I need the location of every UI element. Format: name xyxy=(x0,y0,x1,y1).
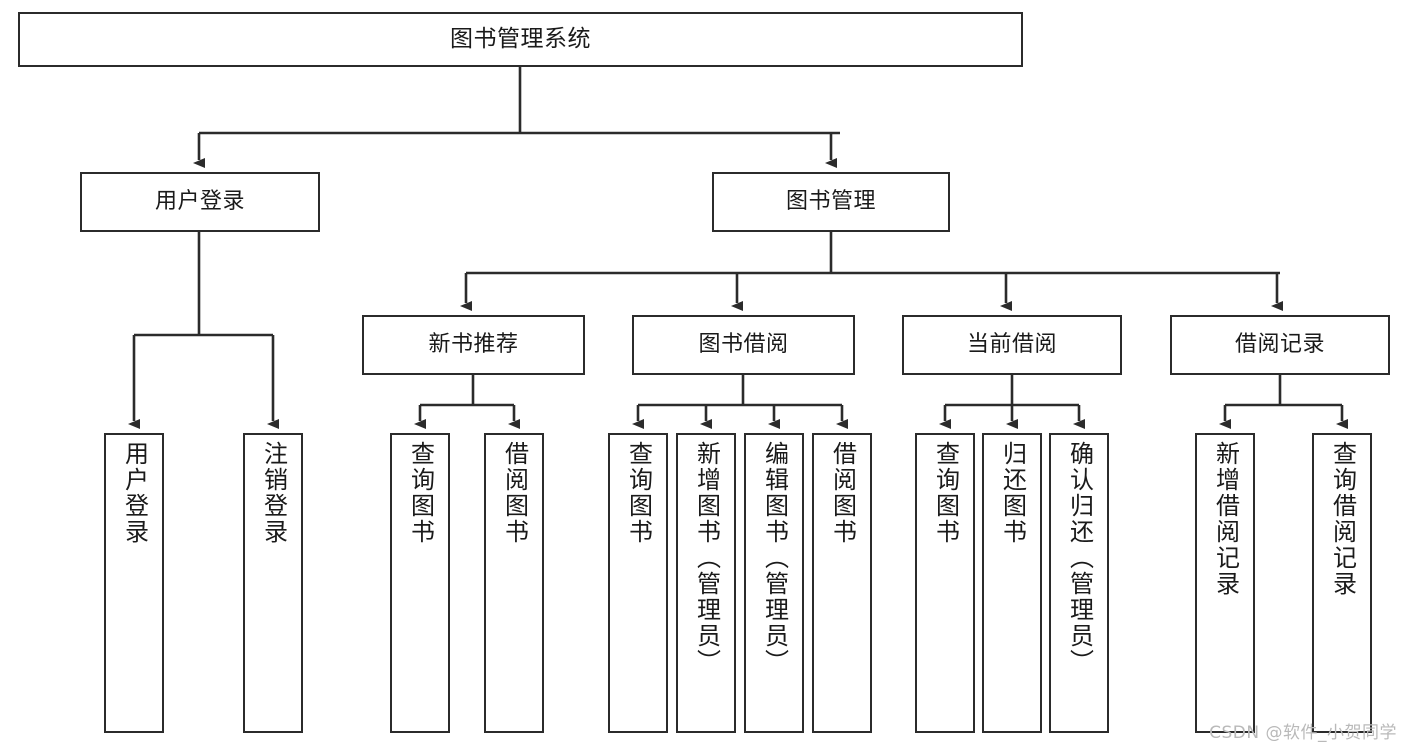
node-leaf-return-book-label: 归还图书 xyxy=(998,441,1027,545)
node-root-label: 图书管理系统 xyxy=(450,26,591,53)
node-leaf-borrow-book-1[interactable]: 借阅图书 xyxy=(484,433,544,733)
node-user-login-label: 用户登录 xyxy=(154,189,245,215)
node-root[interactable]: 图书管理系统 xyxy=(18,12,1023,67)
node-new-book-recommend-label: 新书推荐 xyxy=(428,332,519,358)
node-leaf-query-borrow-record[interactable]: 查询借阅记录 xyxy=(1312,433,1372,733)
node-borrow-record[interactable]: 借阅记录 xyxy=(1170,315,1390,375)
node-leaf-add-borrow-record[interactable]: 新增借阅记录 xyxy=(1195,433,1255,733)
node-leaf-borrow-book-1-label: 借阅图书 xyxy=(500,441,529,545)
csdn-watermark: CSDN @软件_小贺同学 xyxy=(1209,723,1397,743)
node-leaf-query-book-1-label: 查询图书 xyxy=(406,441,435,545)
node-leaf-confirm-return-admin-label: 确认归还（管理员） xyxy=(1065,441,1094,675)
node-leaf-query-book-3[interactable]: 查询图书 xyxy=(915,433,975,733)
node-new-book-recommend[interactable]: 新书推荐 xyxy=(362,315,585,375)
node-leaf-query-book-3-label: 查询图书 xyxy=(931,441,960,545)
node-leaf-user-logout[interactable]: 注销登录 xyxy=(243,433,303,733)
node-book-manage-label: 图书管理 xyxy=(785,189,876,215)
node-leaf-user-login[interactable]: 用户登录 xyxy=(104,433,164,733)
node-book-borrow[interactable]: 图书借阅 xyxy=(632,315,855,375)
node-leaf-query-book-1[interactable]: 查询图书 xyxy=(390,433,450,733)
node-borrow-record-label: 借阅记录 xyxy=(1234,332,1325,358)
node-leaf-return-book[interactable]: 归还图书 xyxy=(982,433,1042,733)
node-current-borrow-label: 当前借阅 xyxy=(966,332,1057,358)
node-leaf-user-login-label: 用户登录 xyxy=(120,441,149,545)
node-leaf-confirm-return-admin[interactable]: 确认归还（管理员） xyxy=(1049,433,1109,733)
node-leaf-edit-book-admin-label: 编辑图书（管理员） xyxy=(760,441,789,675)
node-leaf-query-borrow-record-label: 查询借阅记录 xyxy=(1328,441,1357,597)
node-leaf-add-book-admin[interactable]: 新增图书（管理员） xyxy=(676,433,736,733)
node-leaf-borrow-book-2[interactable]: 借阅图书 xyxy=(812,433,872,733)
node-leaf-query-book-2[interactable]: 查询图书 xyxy=(608,433,668,733)
node-book-manage[interactable]: 图书管理 xyxy=(712,172,950,232)
node-leaf-query-book-2-label: 查询图书 xyxy=(624,441,653,545)
node-current-borrow[interactable]: 当前借阅 xyxy=(902,315,1122,375)
node-leaf-borrow-book-2-label: 借阅图书 xyxy=(828,441,857,545)
node-book-borrow-label: 图书借阅 xyxy=(698,332,789,358)
node-leaf-add-borrow-record-label: 新增借阅记录 xyxy=(1211,441,1240,597)
node-leaf-add-book-admin-label: 新增图书（管理员） xyxy=(692,441,721,675)
node-user-login[interactable]: 用户登录 xyxy=(80,172,320,232)
node-leaf-edit-book-admin[interactable]: 编辑图书（管理员） xyxy=(744,433,804,733)
node-leaf-user-logout-label: 注销登录 xyxy=(259,441,288,545)
